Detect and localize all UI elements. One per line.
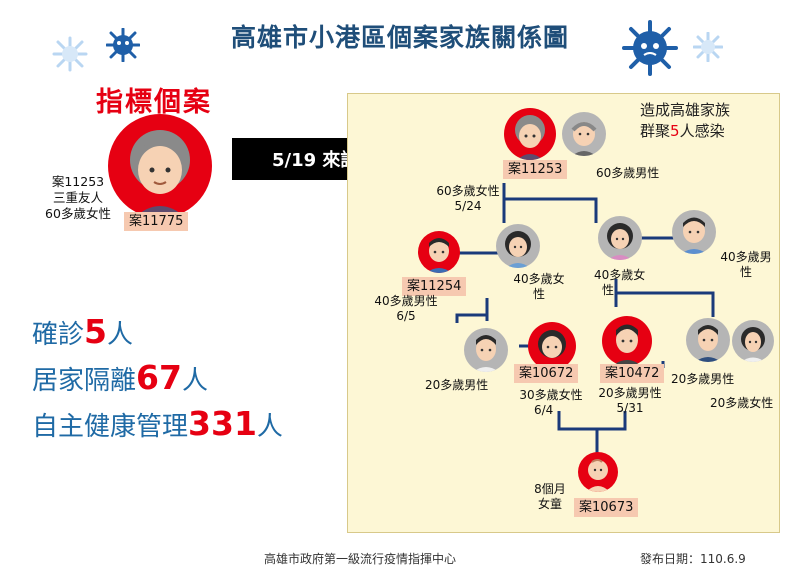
visit-arrow-label: 5/19 來訪 <box>272 150 359 171</box>
person-man-40s <box>672 210 716 254</box>
family-tree-lines <box>455 183 715 453</box>
baby-icon <box>586 459 610 492</box>
man-icon <box>681 217 707 254</box>
stats-block: 確診5人 居家隔離67人 自主健康管理331人 <box>32 312 283 450</box>
elderly-woman-icon <box>515 115 545 160</box>
woman-icon <box>538 330 566 370</box>
woman-icon <box>607 223 633 260</box>
elderly-man-icon <box>571 122 597 156</box>
person-case-10673 <box>578 452 618 492</box>
person-woman-40s-a <box>496 224 540 268</box>
man-icon <box>473 335 499 372</box>
man-icon <box>695 325 721 362</box>
virus-icon <box>106 28 140 62</box>
case-10672-tag: 案10672 <box>514 364 579 383</box>
woman-20s-label: 20多歲女性 <box>710 396 774 410</box>
person-husband-60s <box>562 112 606 156</box>
index-case-heading: 指標個案 <box>96 87 212 118</box>
snowflake-virus-icon <box>693 32 723 62</box>
case-10472-tag: 案10472 <box>600 364 665 383</box>
virus-icon <box>622 20 678 76</box>
person-man-20s-b <box>686 318 730 362</box>
person-case-10672 <box>528 322 576 370</box>
person-case-11253 <box>504 108 556 160</box>
footer-date: 發布日期：110.6.9 <box>640 552 746 566</box>
woman-icon <box>741 327 765 362</box>
person-woman-20s <box>732 320 774 362</box>
person-man-20s-a <box>464 328 508 372</box>
page-title: 高雄市小港區個案家族關係圖 <box>230 23 569 52</box>
man-icon <box>426 238 452 273</box>
man-40s-label: 40多歲男性 <box>720 250 772 279</box>
man-icon <box>612 324 642 366</box>
man-20s-b-label: 20多歲男性 <box>671 372 735 386</box>
snowflake-virus-icon <box>52 36 88 72</box>
elderly-woman-icon <box>130 130 190 218</box>
woman-icon <box>505 231 531 268</box>
index-case-tag: 案11775 <box>124 212 189 231</box>
index-case-desc: 案11253 三重友人 60多歲女性 <box>45 174 111 221</box>
person-case-10472 <box>602 316 652 366</box>
footer-org: 高雄市政府第一級流行疫情指揮中心 <box>264 552 457 566</box>
index-case-portrait <box>108 114 212 218</box>
stat-confirmed: 確診5人 <box>32 312 133 351</box>
case-11254-tag: 案11254 <box>402 277 467 296</box>
cluster-note: 造成高雄家族 群聚5人感染 <box>640 101 731 140</box>
woman-40s-a-label: 40多歲女性 <box>513 272 565 301</box>
stat-self-health-management: 自主健康管理331人 <box>32 404 283 443</box>
case-10673-label: 8個月女童 <box>534 482 566 511</box>
stat-home-quarantine: 居家隔離67人 <box>32 358 208 397</box>
person-woman-40s-b <box>598 216 642 260</box>
case-11253-tag: 案11253 <box>503 160 568 179</box>
case-10673-tag: 案10673 <box>574 498 639 517</box>
husband-label: 60多歲男性 <box>596 166 660 180</box>
person-case-11254 <box>418 231 460 273</box>
woman-40s-b-label: 40多歲女性 <box>594 268 646 297</box>
man-20s-a-label: 20多歲男性 <box>425 378 489 392</box>
